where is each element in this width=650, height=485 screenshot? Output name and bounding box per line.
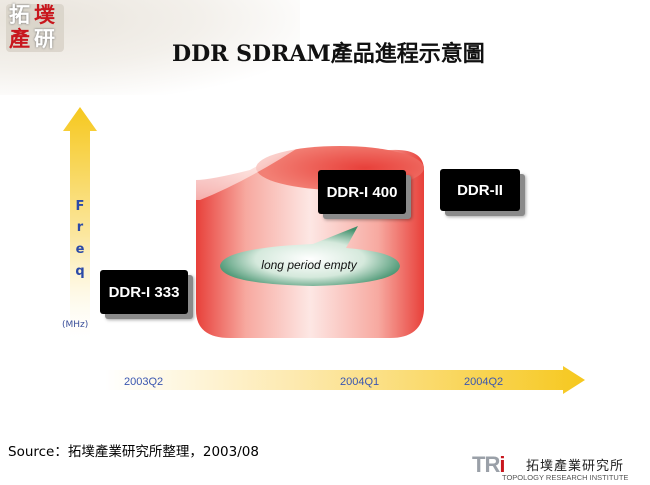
time-label-2004q2: 2004Q2 xyxy=(464,376,504,388)
logo-char-3: 產 xyxy=(9,26,30,51)
source-note: Source：拓墣產業研究所整理，2003/08 xyxy=(8,444,259,460)
tri-logo-tr: TR xyxy=(472,452,500,477)
freq-letter-q: q xyxy=(75,264,85,279)
footer-logo: TRi 拓墣產業研究所 TOPOLOGY RESEARCH INSTITUTE xyxy=(468,452,650,485)
ddr1-400-box: DDR-I 400 xyxy=(318,170,406,214)
long-period-label: long period empty xyxy=(261,258,357,272)
time-label-2003q2: 2003Q2 xyxy=(124,376,164,388)
freq-letter-e: e xyxy=(75,242,85,257)
logo-char-1: 拓 xyxy=(9,2,30,27)
logo-background xyxy=(6,4,64,52)
frequency-axis-arrow xyxy=(63,107,97,342)
freq-unit-label: (MHz) xyxy=(62,320,89,330)
logo-char-4: 研 xyxy=(34,26,55,51)
freq-letter-r: r xyxy=(76,220,84,235)
footer-brand-english: TOPOLOGY RESEARCH INSTITUTE xyxy=(502,473,629,482)
tri-logo-i: i xyxy=(499,452,505,477)
footer-brand-chinese: 拓墣產業研究所 xyxy=(526,459,625,474)
freq-letter-f: F xyxy=(75,199,85,214)
page-title: DDR SDRAM產品進程示意圖 xyxy=(172,41,485,67)
ddr2-box: DDR-II xyxy=(440,169,520,211)
tri-logo-mark: TRi xyxy=(472,452,505,478)
logo-char-2: 墣 xyxy=(34,2,55,27)
ddr1-333-box: DDR-I 333 xyxy=(100,270,188,314)
long-period-bubble xyxy=(220,226,400,286)
time-axis-arrow xyxy=(105,366,585,394)
time-label-2004q1: 2004Q1 xyxy=(340,376,380,388)
